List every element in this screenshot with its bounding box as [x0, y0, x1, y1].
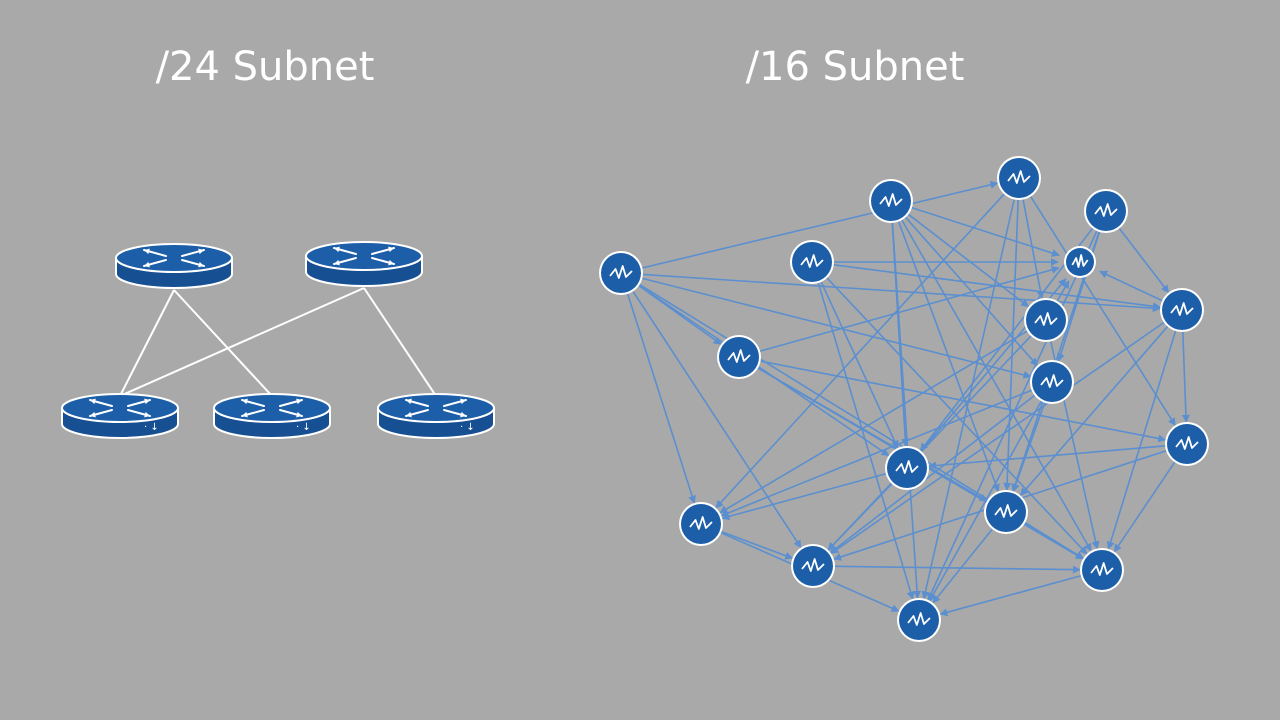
router-icon [305, 241, 423, 287]
host-link [1106, 328, 1177, 550]
svg-text:· ↓: · ↓ [144, 422, 159, 433]
host-link [903, 215, 1038, 367]
router-icon: · ↓ [213, 393, 331, 439]
router-icon: · ↓ [377, 393, 495, 439]
network-host-icon [1160, 288, 1204, 332]
network-host-icon [1165, 422, 1209, 466]
network-host-icon [679, 502, 723, 546]
host-link [719, 329, 1030, 514]
router-link [119, 289, 175, 397]
host-link [827, 481, 894, 551]
host-link [626, 291, 696, 504]
host-link [830, 320, 1167, 555]
network-host-icon [1080, 548, 1124, 592]
host-link [758, 265, 1060, 353]
network-host-icon [897, 598, 941, 642]
router-link [173, 289, 273, 397]
host-link [758, 360, 1167, 443]
host-link [900, 217, 1092, 552]
host-link [1019, 324, 1170, 497]
network-host-icon [984, 490, 1028, 534]
router-link [363, 287, 437, 397]
network-host-icon [791, 544, 835, 588]
host-link [819, 279, 899, 449]
router-icon [115, 243, 233, 289]
host-link [928, 444, 1168, 470]
host-group [599, 156, 1209, 642]
host-link [637, 283, 890, 457]
host-link [891, 220, 922, 599]
host-link [721, 472, 888, 521]
host-link [640, 180, 999, 270]
network-host-icon [1084, 189, 1128, 233]
host-link [1055, 280, 1070, 304]
host-link [1113, 460, 1177, 553]
host-link [1021, 197, 1045, 300]
host-link [909, 206, 1060, 257]
host-link [1022, 521, 1084, 560]
network-host-icon [869, 179, 913, 223]
svg-text:· ↓: · ↓ [296, 422, 311, 433]
network-host-icon [885, 446, 929, 490]
host-link [1029, 194, 1176, 427]
host-link [832, 565, 1081, 574]
router-links [119, 287, 437, 397]
left-diagram-title: /24 Subnet [155, 44, 375, 90]
host-link [640, 273, 1161, 313]
host-link [1181, 329, 1190, 423]
network-host-icon [599, 251, 643, 295]
host-link [927, 228, 1099, 601]
host-link [1011, 400, 1047, 493]
svg-text:· ↓: · ↓ [460, 422, 475, 433]
host-link [720, 388, 1034, 517]
host-link [1056, 229, 1101, 362]
network-host-icon [997, 156, 1041, 200]
host-link [829, 393, 1037, 554]
host-link [1003, 197, 1020, 491]
host-link [636, 283, 722, 345]
host-link [897, 219, 1000, 493]
host-link [640, 277, 1032, 379]
network-host-icon [1030, 360, 1074, 404]
host-link [816, 280, 915, 600]
network-host-icon [717, 335, 761, 379]
host-link [921, 197, 1016, 600]
host-link [932, 527, 995, 604]
router-group: · ↓ · ↓ · ↓ [61, 241, 495, 439]
network-host-icon [1064, 246, 1096, 278]
right-diagram-title: /16 Subnet [745, 44, 965, 90]
network-host-icon [1024, 298, 1068, 342]
network-host-icon [790, 240, 834, 284]
host-link [719, 530, 794, 560]
host-link [715, 192, 1007, 509]
host-link [1117, 226, 1170, 294]
host-link [939, 574, 1083, 617]
host-link [1099, 270, 1165, 303]
router-link [119, 287, 365, 397]
host-link [755, 366, 988, 502]
host-link [906, 212, 1030, 308]
router-icon: · ↓ [61, 393, 179, 439]
